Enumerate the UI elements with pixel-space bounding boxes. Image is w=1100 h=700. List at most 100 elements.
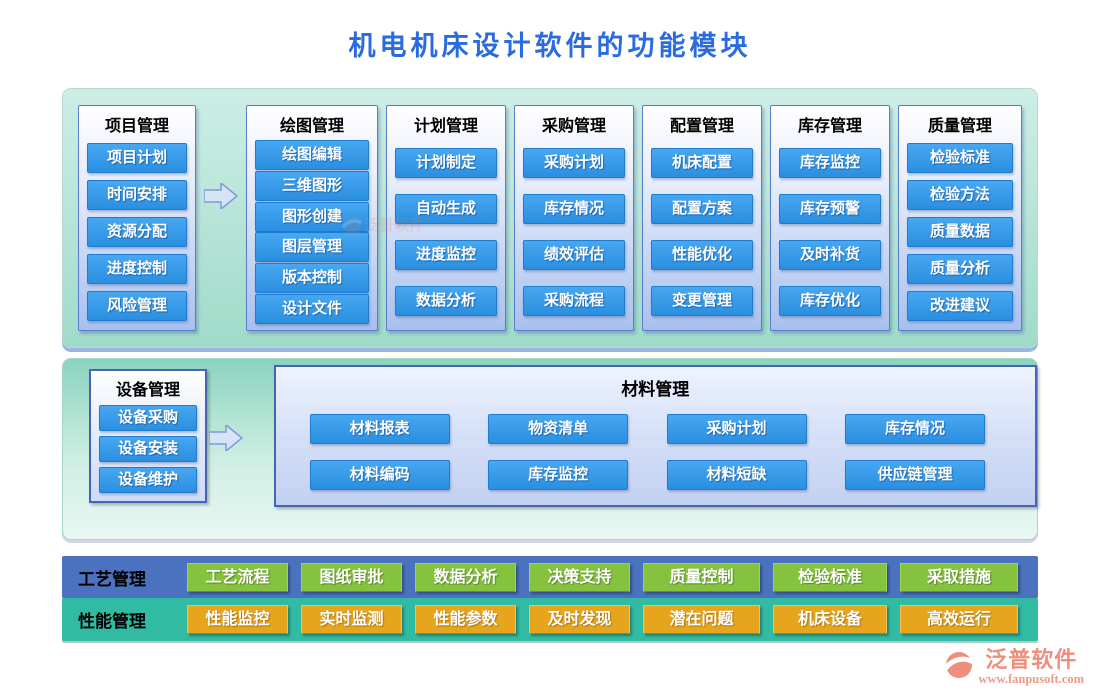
module-item-button[interactable]: 库存情况 (523, 194, 625, 224)
performance-item-button[interactable]: 实时监测 (301, 605, 402, 634)
module-item-button[interactable]: 三维图形 (255, 170, 369, 201)
module-header: 库存管理 (797, 118, 862, 135)
process-item-button[interactable]: 采取措施 (900, 562, 1018, 592)
material-item-button[interactable]: 材料短缺 (666, 460, 807, 490)
module-item-button[interactable]: 版本控制 (255, 262, 369, 293)
module-header: 配置管理 (669, 118, 734, 135)
module-item-button[interactable]: 库存优化 (779, 286, 881, 316)
module-header: 采购管理 (541, 118, 606, 135)
module-item-button[interactable]: 绩效评估 (523, 240, 625, 270)
material-row: 材料编码 库存监控 材料短缺 供应链管理 (276, 460, 1035, 490)
module-item-button[interactable]: 设计文件 (255, 293, 369, 324)
process-buttons: 工艺流程图纸审批数据分析决策支持质量控制检验标准采取措施 (174, 562, 1038, 592)
module-item-button[interactable]: 绘图编辑 (255, 140, 369, 171)
process-item-button[interactable]: 数据分析 (415, 562, 516, 592)
module-item-button[interactable]: 改进建议 (907, 290, 1013, 321)
process-item-button[interactable]: 工艺流程 (187, 562, 288, 592)
module-item-button[interactable]: 变更管理 (651, 286, 753, 316)
module-item-button[interactable]: 质量数据 (907, 216, 1013, 247)
process-item-button[interactable]: 质量控制 (643, 562, 760, 592)
material-item-button[interactable]: 物资清单 (488, 414, 629, 444)
module-item-button[interactable]: 进度监控 (395, 240, 497, 270)
material-item-button[interactable]: 材料报表 (309, 414, 450, 444)
performance-item-button[interactable]: 性能参数 (415, 605, 516, 634)
material-item-button[interactable]: 采购计划 (666, 414, 807, 444)
module-item-button[interactable]: 库存监控 (779, 148, 881, 178)
module-column: 采购管理采购计划库存情况绩效评估采购流程 (514, 105, 634, 331)
process-item-button[interactable]: 图纸审批 (301, 562, 402, 592)
module-item-button[interactable]: 自动生成 (395, 194, 497, 224)
module-header: 项目管理 (104, 118, 169, 135)
equipment-items: 设备采购设备安装设备维护 (91, 400, 205, 501)
module-item-button[interactable]: 图层管理 (255, 232, 369, 263)
material-item-button[interactable]: 供应链管理 (845, 460, 985, 490)
flow-arrow-icon (207, 425, 246, 451)
page-title: 机电机床设计软件的功能模块 (348, 31, 752, 61)
performance-bar: 性能管理 性能监控实时监测性能参数及时发现潜在问题机床设备高效运行 (62, 598, 1038, 641)
module-item-button[interactable]: 数据分析 (395, 286, 497, 316)
process-bar: 工艺管理 工艺流程图纸审批数据分析决策支持质量控制检验标准采取措施 (62, 556, 1038, 598)
process-item-button[interactable]: 检验标准 (773, 562, 887, 592)
module-column: 质量管理检验标准检验方法质量数据质量分析改进建议 (898, 105, 1022, 331)
performance-item-button[interactable]: 及时发现 (529, 605, 630, 634)
module-header: 绘图管理 (279, 118, 344, 135)
module-item-button[interactable]: 配置方案 (651, 194, 753, 224)
material-panel: 材料管理 材料报表 物资清单 采购计划 库存情况材料编码 库存监控 材料短缺 供应链管理 (273, 365, 1037, 507)
performance-item-button[interactable]: 机床设备 (773, 605, 887, 634)
material-item-button[interactable]: 库存监控 (488, 460, 629, 490)
module-item-button[interactable]: 进度控制 (87, 253, 187, 284)
module-column: 库存管理库存监控库存预警及时补货库存优化 (770, 105, 890, 331)
module-column: 项目管理项目计划时间安排资源分配进度控制风险管理 (78, 105, 196, 331)
performance-bar-label: 性能管理 (78, 612, 146, 631)
performance-item-button[interactable]: 潜在问题 (643, 605, 760, 634)
equipment-header: 设备管理 (115, 382, 180, 399)
module-item-button[interactable]: 计划制定 (395, 148, 497, 178)
module-item-button[interactable]: 质量分析 (907, 253, 1013, 284)
equipment-box: 设备管理 设备采购设备安装设备维护 (89, 369, 207, 503)
brand-name: 泛普软件 (985, 647, 1078, 672)
module-item-button[interactable]: 机床配置 (651, 148, 753, 178)
top-modules-panel: 项目管理项目计划时间安排资源分配进度控制风险管理绘图管理绘图编辑三维图形图形创建… (62, 88, 1038, 348)
brand-url: www.fanpusoft.com (978, 672, 1084, 686)
module-item-button[interactable]: 库存预警 (779, 194, 881, 224)
module-items: 检验标准检验方法质量数据质量分析改进建议 (899, 138, 1021, 330)
module-item-button[interactable]: 检验方法 (907, 180, 1013, 211)
material-header: 材料管理 (621, 380, 690, 399)
material-row: 材料报表 物资清单 采购计划 库存情况 (276, 414, 1035, 444)
module-item-button[interactable]: 性能优化 (651, 240, 753, 270)
performance-item-button[interactable]: 性能监控 (187, 605, 288, 634)
module-items: 项目计划时间安排资源分配进度控制风险管理 (79, 138, 195, 330)
material-item-button[interactable]: 材料编码 (309, 460, 450, 490)
module-column: 计划管理计划制定自动生成进度监控数据分析 (386, 105, 506, 331)
module-header: 质量管理 (927, 118, 992, 135)
module-column: 绘图管理绘图编辑三维图形图形创建图层管理版本控制设计文件 (246, 105, 378, 331)
module-item-button[interactable]: 时间安排 (87, 180, 187, 211)
equipment-item-button[interactable]: 设备安装 (99, 435, 197, 462)
module-items: 采购计划库存情况绩效评估采购流程 (515, 138, 633, 330)
module-item-button[interactable]: 资源分配 (87, 216, 187, 247)
equipment-item-button[interactable]: 设备维护 (99, 466, 197, 493)
module-items: 绘图编辑三维图形图形创建图层管理版本控制设计文件 (247, 138, 377, 330)
material-item-button[interactable]: 库存情况 (845, 414, 985, 444)
brand-logo-icon (944, 652, 975, 678)
material-rows: 材料报表 物资清单 采购计划 库存情况材料编码 库存监控 材料短缺 供应链管理 (276, 414, 1035, 490)
equipment-item-button[interactable]: 设备采购 (99, 404, 197, 431)
module-item-button[interactable]: 项目计划 (87, 143, 187, 174)
module-column: 配置管理机床配置配置方案性能优化变更管理 (642, 105, 762, 331)
footer-brand: 泛普软件 www.fanpusoft.com (944, 648, 1084, 686)
module-item-button[interactable]: 图形创建 (255, 201, 369, 232)
module-item-button[interactable]: 风险管理 (87, 290, 187, 321)
process-item-button[interactable]: 决策支持 (529, 562, 630, 592)
process-bar-label: 工艺管理 (78, 569, 146, 589)
module-items: 库存监控库存预警及时补货库存优化 (771, 138, 889, 330)
performance-item-button[interactable]: 高效运行 (900, 605, 1018, 634)
module-items: 机床配置配置方案性能优化变更管理 (643, 138, 761, 330)
performance-buttons: 性能监控实时监测性能参数及时发现潜在问题机床设备高效运行 (174, 605, 1038, 634)
module-item-button[interactable]: 采购计划 (523, 148, 625, 178)
equipment-material-panel: 设备管理 设备采购设备安装设备维护 材料管理 材料报表物资清单采购计划库存情况材… (62, 358, 1038, 540)
module-item-button[interactable]: 采购流程 (523, 286, 625, 316)
module-header: 计划管理 (413, 118, 478, 135)
module-item-button[interactable]: 及时补货 (779, 240, 881, 270)
module-item-button[interactable]: 检验标准 (907, 143, 1013, 174)
